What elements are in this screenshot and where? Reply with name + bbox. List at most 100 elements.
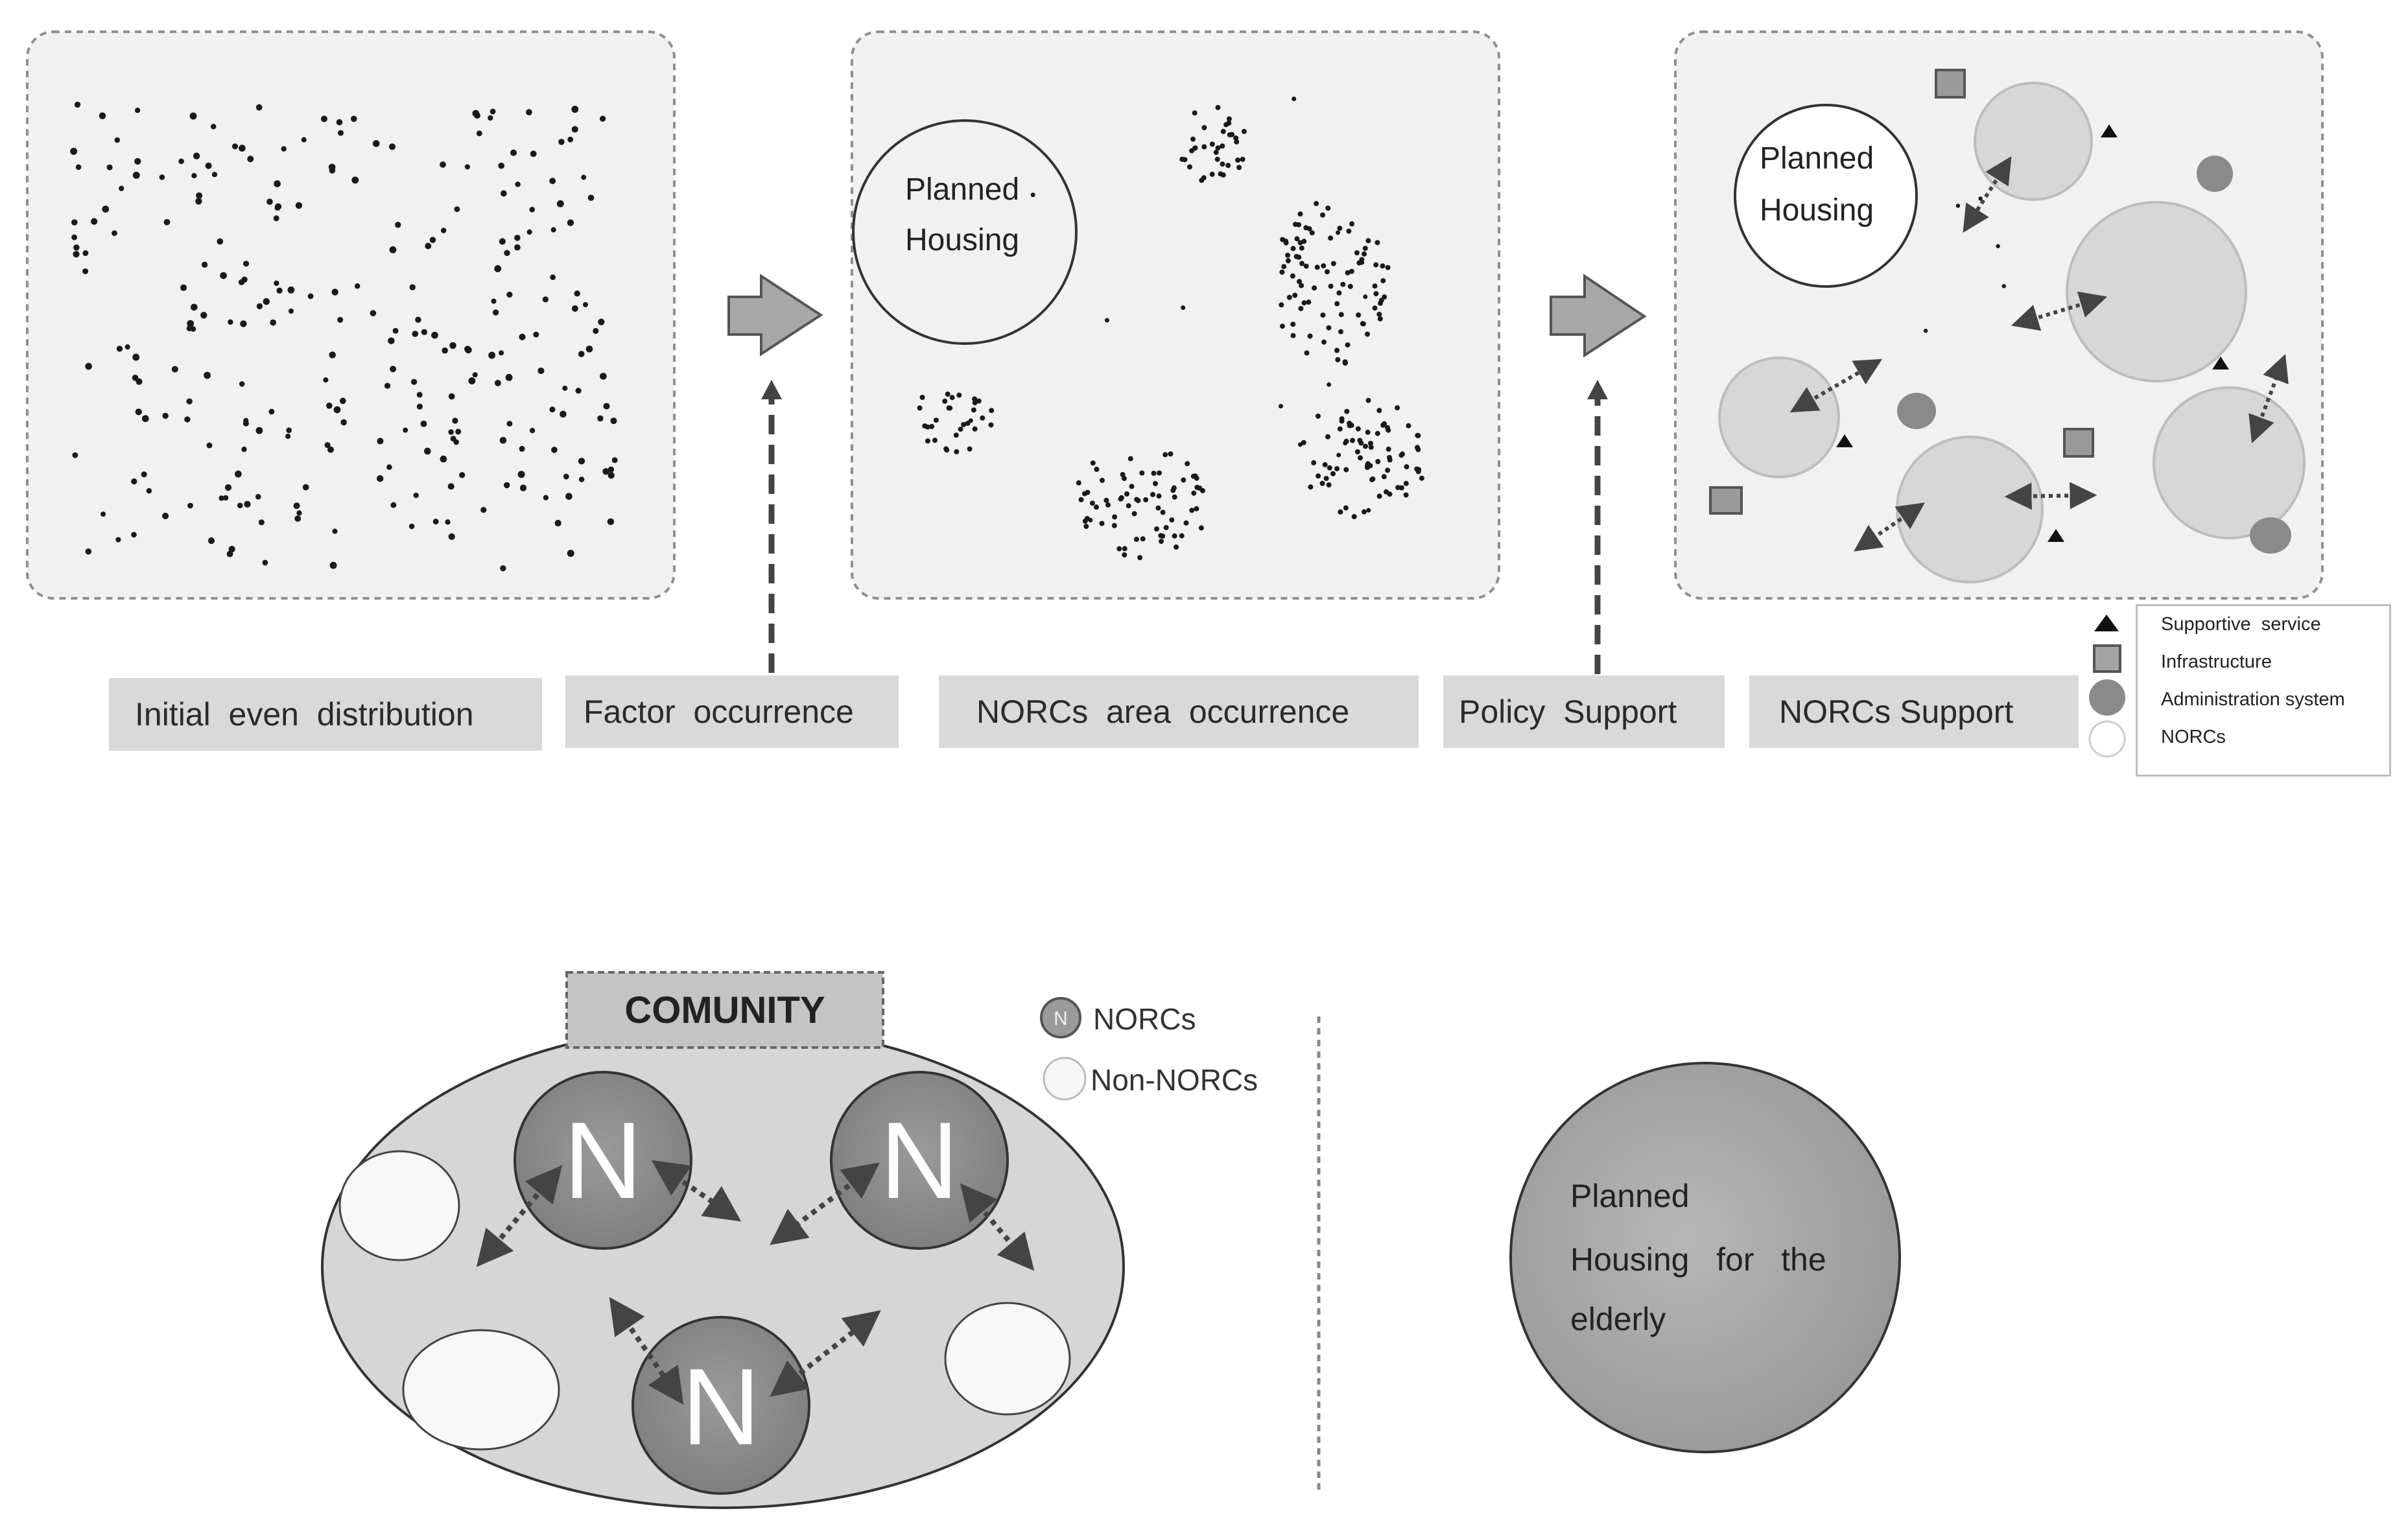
dot <box>1201 124 1207 130</box>
dot <box>1182 157 1188 163</box>
dot <box>1373 262 1379 268</box>
dot <box>440 228 447 233</box>
dot <box>332 528 338 534</box>
block-arrow-right <box>727 274 823 357</box>
dot <box>1362 509 1367 515</box>
dot <box>1294 236 1300 242</box>
dot <box>1169 517 1175 523</box>
dot <box>243 261 250 267</box>
dot <box>449 342 456 349</box>
dot <box>500 565 506 572</box>
dot <box>1214 156 1220 162</box>
legend-infrastructure: Infrastructure <box>2161 651 2272 672</box>
dot <box>1362 251 1367 257</box>
dot <box>1336 452 1341 458</box>
panel-norcs-area <box>851 30 1500 600</box>
dot <box>933 417 939 423</box>
dot <box>1296 254 1302 260</box>
dot <box>1354 250 1360 255</box>
dot <box>1159 539 1164 545</box>
dot <box>187 320 195 327</box>
dot <box>1367 463 1373 469</box>
dot <box>372 140 380 147</box>
dot <box>1286 294 1292 300</box>
dot <box>465 346 472 354</box>
dot <box>1192 145 1198 151</box>
dot <box>459 472 466 478</box>
dot <box>1996 244 2000 248</box>
dot <box>448 393 455 400</box>
dot <box>1382 294 1387 300</box>
dot <box>1327 382 1332 387</box>
dot <box>131 532 137 538</box>
dark-circle-icon <box>1897 393 1936 429</box>
dot <box>1403 492 1409 498</box>
support-arrow <box>1963 156 2012 233</box>
dot <box>1343 505 1349 511</box>
dot <box>1339 418 1345 424</box>
dot <box>1327 465 1332 471</box>
dot <box>370 310 377 316</box>
non-norcs-legend-label: Non-NORCs <box>1091 1063 1258 1097</box>
dot <box>1120 472 1126 478</box>
dot <box>340 419 348 426</box>
dot <box>204 371 211 379</box>
dot <box>949 395 955 401</box>
planned-housing-circle <box>852 119 1078 345</box>
dot <box>1319 480 1325 486</box>
dot <box>1090 460 1096 466</box>
dot <box>1337 426 1343 432</box>
panel-initial <box>26 30 676 600</box>
dot <box>494 265 502 272</box>
dot <box>1356 312 1362 318</box>
dot <box>1404 464 1410 470</box>
dot <box>1301 239 1307 244</box>
dot <box>193 152 200 159</box>
dot <box>954 449 960 454</box>
elderly-housing-line2: Housing for the <box>1570 1241 1826 1278</box>
dot <box>1326 482 1332 488</box>
dot <box>1347 283 1353 289</box>
dot <box>136 378 143 385</box>
dot <box>1345 342 1351 347</box>
dot <box>1299 283 1304 288</box>
dot <box>504 482 510 489</box>
dot <box>256 303 263 310</box>
dot <box>415 316 421 323</box>
dot <box>543 495 549 500</box>
dot <box>1419 475 1424 481</box>
stage-label-text: NORCs Support <box>1779 694 2014 730</box>
dot <box>529 428 536 434</box>
community-title-box <box>565 971 884 1049</box>
dot <box>1190 136 1196 142</box>
dot <box>1078 497 1084 502</box>
dot <box>1186 164 1192 170</box>
dot <box>1325 269 1330 275</box>
dot <box>945 392 950 397</box>
dot <box>1328 235 1334 241</box>
dot <box>337 316 344 323</box>
dot <box>976 398 982 404</box>
dot <box>1399 452 1404 458</box>
dot <box>1223 122 1229 128</box>
dot <box>1372 305 1378 311</box>
dot <box>431 331 438 339</box>
dot <box>492 309 499 316</box>
dot <box>967 446 973 452</box>
dot <box>1153 481 1158 486</box>
dot <box>293 502 300 510</box>
dot <box>560 410 567 418</box>
dot <box>72 452 78 458</box>
dot <box>1198 525 1204 531</box>
dot <box>421 329 428 335</box>
dot <box>1375 240 1380 246</box>
dot <box>1235 158 1241 163</box>
dot <box>295 202 303 209</box>
dot <box>1376 311 1382 317</box>
dot <box>506 421 513 427</box>
dot <box>325 402 333 409</box>
norc-halo <box>1896 436 2044 583</box>
dot <box>1366 508 1371 513</box>
non-norc-ellipse <box>944 1302 1071 1416</box>
dot <box>519 333 526 340</box>
